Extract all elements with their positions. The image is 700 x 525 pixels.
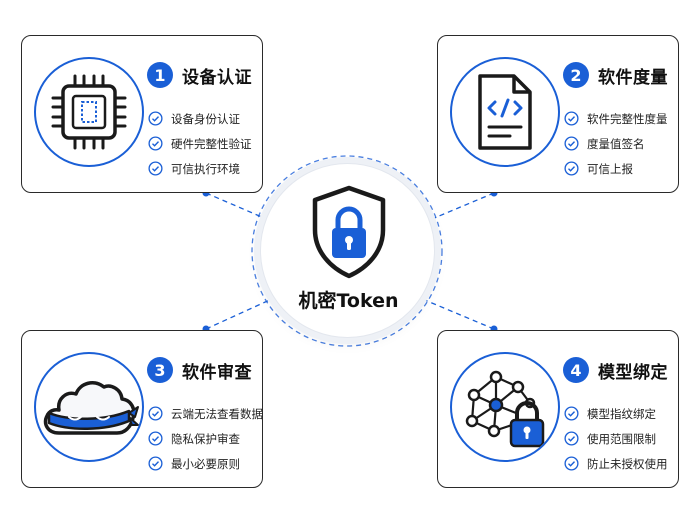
check-icon [564,111,579,126]
check-icon [148,136,163,151]
chip-icon [34,57,144,167]
list-item: 云端无法查看数据 [148,401,263,426]
step-number: 4 [563,357,589,383]
center-hub: 机密Token [260,163,435,338]
card-device-auth: 1 设备认证 设备身份认证 硬件完整性验证 可信执行环境 [21,35,263,193]
list-item: 隐私保护审查 [148,426,263,451]
check-icon [148,111,163,126]
list-item: 可信上报 [564,156,668,181]
code-document-icon [450,57,560,167]
list-item: 防止未授权使用 [564,451,668,476]
blindfolded-cloud-icon [34,352,144,462]
list-item: 模型指纹绑定 [564,401,668,426]
check-icon [564,136,579,151]
shield-lock-icon [312,185,386,279]
list-item: 硬件完整性验证 [148,131,252,156]
card-software-review: 3 软件审查 云端无法查看数据 隐私保护审查 最小必要原则 [21,330,263,488]
network-lock-icon [450,352,560,462]
card-software-measure: 2 软件度量 软件完整性度量 度量值签名 可信上报 [437,35,679,193]
check-icon [148,161,163,176]
check-icon [148,456,163,471]
list-item: 软件完整性度量 [564,106,668,131]
list-item: 可信执行环境 [148,156,252,181]
list-item: 使用范围限制 [564,426,668,451]
card-title: 设备认证 [182,67,252,88]
step-number: 3 [147,357,173,383]
step-number: 2 [563,62,589,88]
list-item: 最小必要原则 [148,451,263,476]
step-number: 1 [147,62,173,88]
card-title: 模型绑定 [598,362,668,383]
check-icon [564,431,579,446]
feature-list: 模型指纹绑定 使用范围限制 防止未授权使用 [564,401,668,476]
card-title: 软件度量 [598,67,668,88]
feature-list: 云端无法查看数据 隐私保护审查 最小必要原则 [148,401,263,476]
check-icon [564,161,579,176]
card-title: 软件审查 [182,362,252,383]
list-item: 度量值签名 [564,131,668,156]
check-icon [564,406,579,421]
feature-list: 软件完整性度量 度量值签名 可信上报 [564,106,668,181]
check-icon [148,431,163,446]
card-model-binding: 4 模型绑定 模型指纹绑定 使用范围限制 防止未授权使用 [437,330,679,488]
list-item: 设备身份认证 [148,106,252,131]
check-icon [148,406,163,421]
feature-list: 设备身份认证 硬件完整性验证 可信执行环境 [148,106,252,181]
center-label: 机密Token [298,290,399,312]
check-icon [564,456,579,471]
